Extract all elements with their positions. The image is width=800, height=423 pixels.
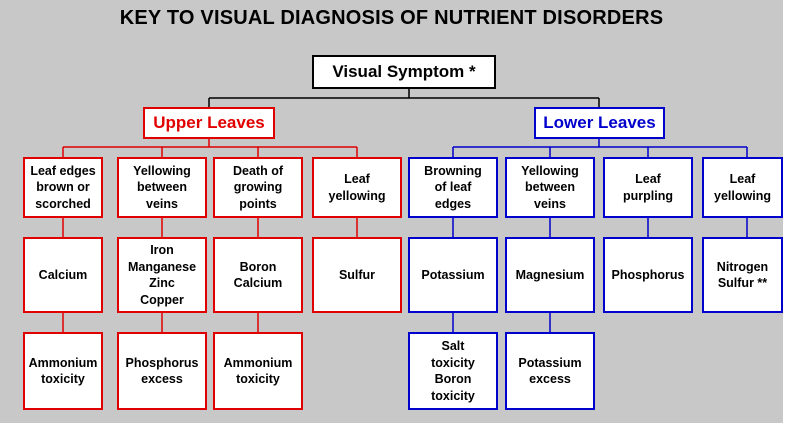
upper-symptom-node: Death of growing points [213,157,303,218]
lower-symptom-node: Yellowing between veins [505,157,595,218]
root-node-visual-symptom: Visual Symptom * [312,55,496,89]
lower-leaves-node: Lower Leaves [534,107,665,139]
upper-leaves-node: Upper Leaves [143,107,275,139]
lower-symptom-node: Leaf purpling [603,157,693,218]
diagram-canvas: KEY TO VISUAL DIAGNOSIS OF NUTRIENT DISO… [0,0,783,423]
lower-symptom-node: Browning of leaf edges [408,157,498,218]
lower-nutrient-node: Magnesium [505,237,595,313]
upper-symptom-node: Leaf edges brown or scorched [23,157,103,218]
upper-nutrient-node: Iron Manganese Zinc Copper [117,237,207,313]
upper-nutrient-node: Sulfur [312,237,402,313]
lower-nutrient-node: Nitrogen Sulfur ** [702,237,783,313]
lower-nutrient-node: Phosphorus [603,237,693,313]
upper-nutrient-node: Boron Calcium [213,237,303,313]
upper-symptom-node: Leaf yellowing [312,157,402,218]
lower-secondary-node: Salt toxicity Boron toxicity [408,332,498,410]
upper-secondary-node: Ammonium toxicity [213,332,303,410]
diagram-title: KEY TO VISUAL DIAGNOSIS OF NUTRIENT DISO… [119,7,664,29]
connector-lines [62,88,748,332]
upper-nutrient-node: Calcium [23,237,103,313]
lower-nutrient-node: Potassium [408,237,498,313]
lower-secondary-node: Potassium excess [505,332,595,410]
upper-secondary-node: Phosphorus excess [117,332,207,410]
upper-symptom-node: Yellowing between veins [117,157,207,218]
lower-symptom-node: Leaf yellowing [702,157,783,218]
upper-secondary-node: Ammonium toxicity [23,332,103,410]
